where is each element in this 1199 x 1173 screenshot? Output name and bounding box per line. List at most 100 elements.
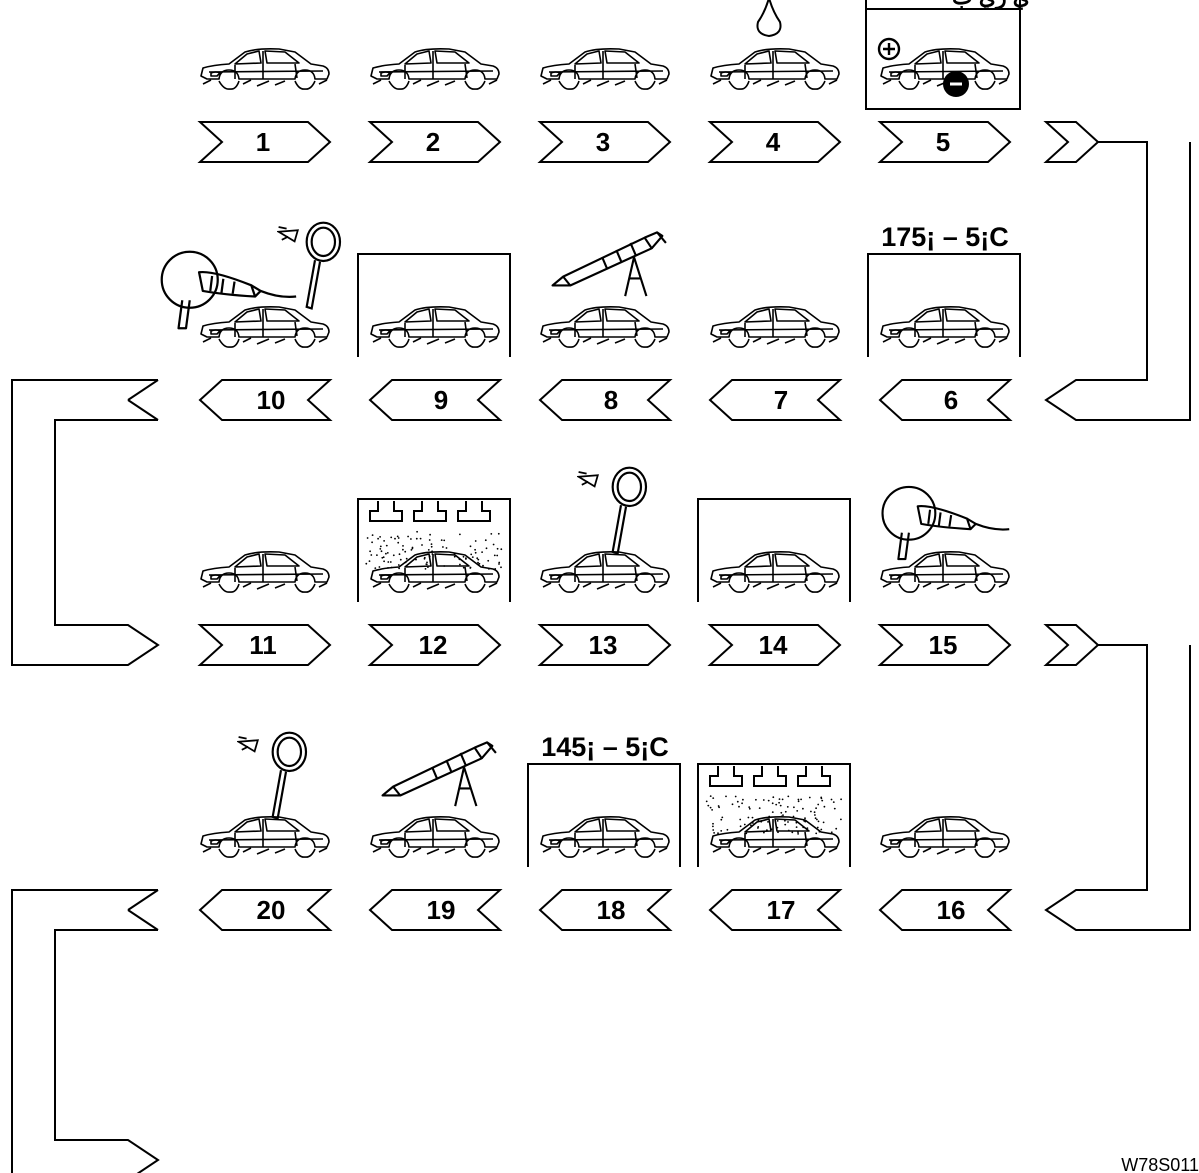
- step-chevron: [537, 121, 672, 163]
- step-icons-8: [551, 231, 667, 298]
- step-chevron: [707, 624, 842, 666]
- step-arrow-17: 17: [708, 889, 843, 931]
- booth-box-icon: [697, 498, 851, 602]
- step-label: 18: [597, 895, 626, 925]
- car-body: [880, 550, 1010, 593]
- step-icons-12: [357, 498, 511, 602]
- step-chevron: [877, 624, 1012, 666]
- step-label: 11: [249, 630, 277, 660]
- sealant-gun-icon: [381, 741, 497, 808]
- step-chevron: [877, 121, 1012, 163]
- car-body: [200, 47, 330, 90]
- step-icons-19: [381, 741, 497, 808]
- step-icons-10: [160, 221, 342, 330]
- connector-row2-row3-exit: [127, 379, 159, 421]
- car-body: [710, 815, 840, 858]
- step-chevron: [708, 379, 843, 421]
- step-arrow-15: 15: [877, 624, 1012, 666]
- step-arrow-4: 4: [707, 121, 842, 163]
- spray-nozzles-icon: [369, 500, 491, 522]
- oven-temperature-label: 175¡ – 5¡C: [881, 222, 1009, 252]
- step-arrow-18: 18: [538, 889, 673, 931]
- step-icons-13: [577, 466, 648, 555]
- step-label: 5: [936, 127, 950, 157]
- car-body: [710, 47, 840, 90]
- step-label: 2: [426, 127, 440, 157]
- step-label: 16: [937, 895, 966, 925]
- step-arrow-6: 6: [878, 379, 1013, 421]
- eye-icon: [237, 736, 259, 753]
- step-chevron: [198, 889, 333, 931]
- step-chevron: [367, 121, 502, 163]
- step-label: 13: [589, 630, 618, 660]
- minus-icon: [943, 71, 969, 97]
- step-label: 9: [434, 385, 448, 415]
- step-label: 8: [604, 385, 618, 415]
- step-chevron: [878, 379, 1013, 421]
- step-icons-5: [865, 0, 1021, 110]
- car-body: [880, 305, 1010, 348]
- car-body: [370, 815, 500, 858]
- step-chevron: [368, 379, 503, 421]
- flow-connectors: [11, 121, 1191, 1173]
- step-arrow-8: 8: [538, 379, 673, 421]
- magnifier-icon: [305, 221, 342, 310]
- car-body: [540, 305, 670, 348]
- spray-nozzles-icon: [709, 765, 831, 787]
- step-icons-9: [357, 253, 511, 357]
- step-label: 3: [596, 127, 610, 157]
- step-chevron: [538, 889, 673, 931]
- car-body: [370, 550, 500, 593]
- car-body: [710, 305, 840, 348]
- step-arrow-20: 20: [198, 889, 333, 931]
- spray-mist-icon: [365, 530, 503, 570]
- step-label: 6: [944, 385, 958, 415]
- step-chevron: [537, 624, 672, 666]
- step-icons-15: [881, 485, 1011, 561]
- car-body: [540, 550, 670, 593]
- car-body: [880, 815, 1010, 858]
- step-chevron: [368, 889, 503, 931]
- car-body: [370, 305, 500, 348]
- step-chevron: [708, 889, 843, 931]
- step-label: 10: [257, 385, 286, 415]
- step-icons-18: 145¡ – 5¡C: [527, 732, 681, 867]
- step-chevron: [878, 889, 1013, 931]
- car-body: [710, 550, 840, 593]
- step-chevron: [197, 624, 332, 666]
- step-arrow-19: 19: [368, 889, 503, 931]
- step-arrow-3: 3: [537, 121, 672, 163]
- step-chevron: [197, 121, 332, 163]
- sealant-gun-icon: [551, 231, 667, 298]
- car-body: [540, 815, 670, 858]
- step-chevron: [367, 624, 502, 666]
- step-label: 7: [774, 385, 788, 415]
- step-label: 14: [759, 630, 788, 660]
- connector-row1-row2-entry: [1043, 121, 1100, 163]
- step-label: 19: [427, 895, 456, 925]
- drop-icon: [756, 0, 782, 38]
- step-arrow-11: 11: [197, 624, 332, 666]
- step-arrow-1: 1: [197, 121, 332, 163]
- step-arrow-2: 2: [367, 121, 502, 163]
- step-label: 4: [766, 127, 781, 157]
- step-chevron: [538, 379, 673, 421]
- car-body: [200, 550, 330, 593]
- step-arrow-16: 16: [878, 889, 1013, 931]
- booth-box-icon: [357, 253, 511, 357]
- step-icons-14: [697, 498, 851, 602]
- step-arrow-13: 13: [537, 624, 672, 666]
- step-arrow-9: 9: [368, 379, 503, 421]
- step-arrow-10: 10: [198, 379, 333, 421]
- step-label: 1: [256, 127, 270, 157]
- eye-icon: [577, 471, 599, 488]
- plus-icon: [877, 37, 901, 61]
- car-body: [370, 47, 500, 90]
- connector-row1-row2: [1044, 141, 1191, 421]
- step-arrow-14: 14: [707, 624, 842, 666]
- step-arrow-7: 7: [708, 379, 843, 421]
- oven-box-icon: [867, 253, 1021, 357]
- step-arrow-5: 5: [877, 121, 1012, 163]
- step-chevron: [707, 121, 842, 163]
- car-body: [540, 47, 670, 90]
